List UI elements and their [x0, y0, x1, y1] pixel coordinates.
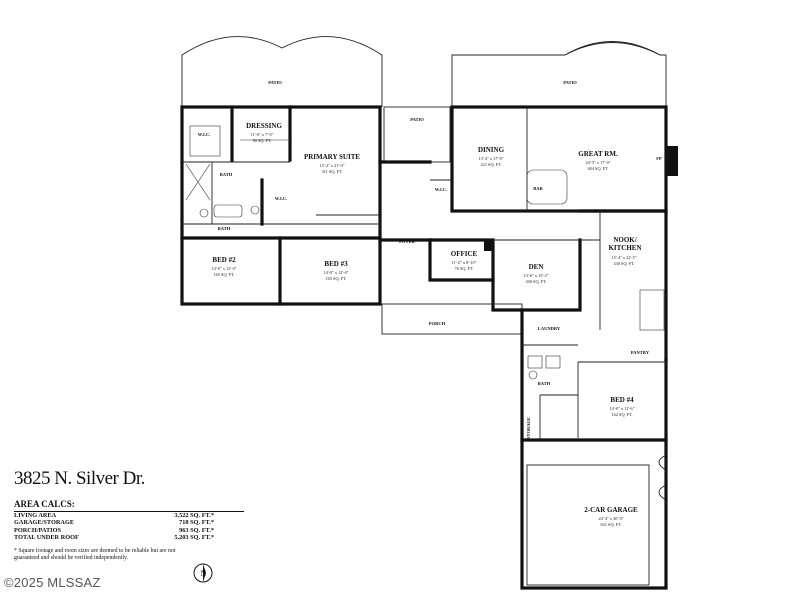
west-patio: PATIO: [181, 36, 383, 107]
bed3-label: BED #3: [324, 260, 348, 268]
area-row: PORCH/PATIOS 963 SQ. FT.*: [14, 527, 214, 534]
east-patio-label: PATIO: [563, 80, 577, 85]
center-patio-label: PATIO: [410, 117, 424, 122]
nook-label-2: KITCHEN: [608, 244, 641, 252]
dining-area: 221 SQ. FT.: [481, 162, 502, 167]
great-rm-dims: 24'-5" x 17'-0": [585, 160, 610, 165]
mls-watermark: ©2025 MLSSAZ: [4, 575, 101, 590]
office-label: OFFICE: [451, 250, 478, 258]
dressing-dims: 11'-0" x 7'-0": [251, 132, 274, 137]
porch-label: PORCH: [429, 321, 446, 326]
wic-label: W.I.C.: [198, 132, 210, 137]
primary-wic-label: W.I.C.: [275, 196, 287, 201]
dressing-area: 80 SQ. FT.: [253, 138, 272, 143]
center-wic-label: W.I.C.: [435, 187, 447, 192]
area-calcs-title: AREA CALCS:: [14, 499, 244, 512]
laundry-label: LAUNDRY: [538, 326, 561, 331]
column-icon: [484, 241, 492, 251]
center-wing: FP: [378, 105, 678, 242]
info-panel: 3825 N. Silver Dr. AREA CALCS: LIVING AR…: [14, 468, 244, 562]
great-rm-area: 404 SQ. FT.: [588, 166, 609, 171]
area-row-label: LIVING AREA: [14, 512, 57, 519]
area-row: GARAGE/STORAGE 718 SQ. FT.*: [14, 519, 214, 526]
area-row-label: TOTAL UNDER ROOF: [14, 534, 79, 542]
primary-bath-label: BATH: [220, 172, 233, 177]
bed3-area: 165 SQ. FT.: [326, 276, 347, 281]
office-area: 76 SQ. FT.: [455, 266, 474, 271]
area-row-value: 5,203 SQ. FT.*: [174, 534, 214, 542]
north-arrow-icon: N: [193, 563, 213, 583]
area-row-label: PORCH/PATIOS: [14, 526, 61, 534]
area-row-value: 718 SQ. FT.*: [179, 519, 214, 527]
nook-dims: 15'-4" x 22'-5": [611, 255, 636, 260]
storage-label: STORAGE: [526, 417, 531, 439]
room-labels: DRESSING 11'-0" x 7'-0" 80 SQ. FT. W.I.C…: [198, 122, 650, 527]
hall-bath-label: BATH: [218, 226, 231, 231]
great-rm-label: GREAT RM.: [578, 150, 618, 158]
south-bath-label: BATH: [538, 381, 551, 386]
bar-label: BAR: [533, 186, 543, 191]
primary-suite-area: 311 SQ. FT.: [322, 169, 343, 174]
dining-label: DINING: [478, 146, 505, 154]
dressing-label: DRESSING: [246, 122, 282, 130]
primary-suite-dims: 15'-2" x 21'-0": [319, 163, 344, 168]
disclaimer-note: * Square footage and room sizes are deem…: [14, 547, 176, 561]
foyer-label: FOYER: [399, 239, 416, 244]
bed2-label: BED #2: [212, 256, 236, 264]
bed2-dims: 14'-0" x 12'-0": [211, 266, 236, 271]
west-patio-label: PATIO: [268, 80, 282, 85]
den-area: 200 SQ. FT.: [526, 279, 547, 284]
garage-label: 2-CAR GARAGE: [584, 506, 638, 514]
south-wing: [520, 308, 668, 590]
garage-area: 631 SQ. FT.: [601, 522, 622, 527]
area-row-label: GARAGE/STORAGE: [14, 519, 75, 527]
east-block: [428, 209, 668, 362]
primary-suite-label: PRIMARY SUITE: [304, 153, 360, 161]
bed4-dims: 14'-0" x 11'-6": [610, 406, 635, 411]
nook-label-1: NOOK/: [613, 236, 637, 244]
nook-area: 330 SQ. FT.: [614, 261, 635, 266]
area-row-value: 963 SQ. FT.*: [179, 526, 214, 534]
den-dims: 13'-6" x 15'-2": [523, 273, 548, 278]
bed3-dims: 14'-0" x 12'-0": [323, 270, 348, 275]
area-row: LIVING AREA 3,522 SQ. FT.*: [14, 512, 214, 519]
area-row-value: 3,522 SQ. FT.*: [174, 512, 214, 519]
area-row: TOTAL UNDER ROOF 5,203 SQ. FT.*: [14, 534, 214, 541]
office-dims: 11'-2" x 8'-10": [452, 260, 477, 265]
dining-dims: 13'-4" x 17'-0": [478, 156, 503, 161]
east-patio: PATIO: [451, 41, 667, 107]
den-label: DEN: [529, 263, 544, 271]
bed4-label: BED #4: [610, 396, 634, 404]
pantry-label: PANTRY: [631, 350, 650, 355]
fireplace-icon: [666, 146, 678, 176]
north-label: N: [201, 569, 207, 578]
garage-dims: 24'-4" x 30'-0": [598, 516, 623, 521]
bed4-area: 162 SQ. FT.: [612, 412, 633, 417]
fireplace-label: FP: [656, 156, 662, 161]
bed2-area: 165 SQ. FT.: [214, 272, 235, 277]
center-patio: PATIO: [383, 106, 451, 163]
address-title: 3825 N. Silver Dr.: [14, 468, 145, 489]
west-wing: [180, 105, 382, 306]
